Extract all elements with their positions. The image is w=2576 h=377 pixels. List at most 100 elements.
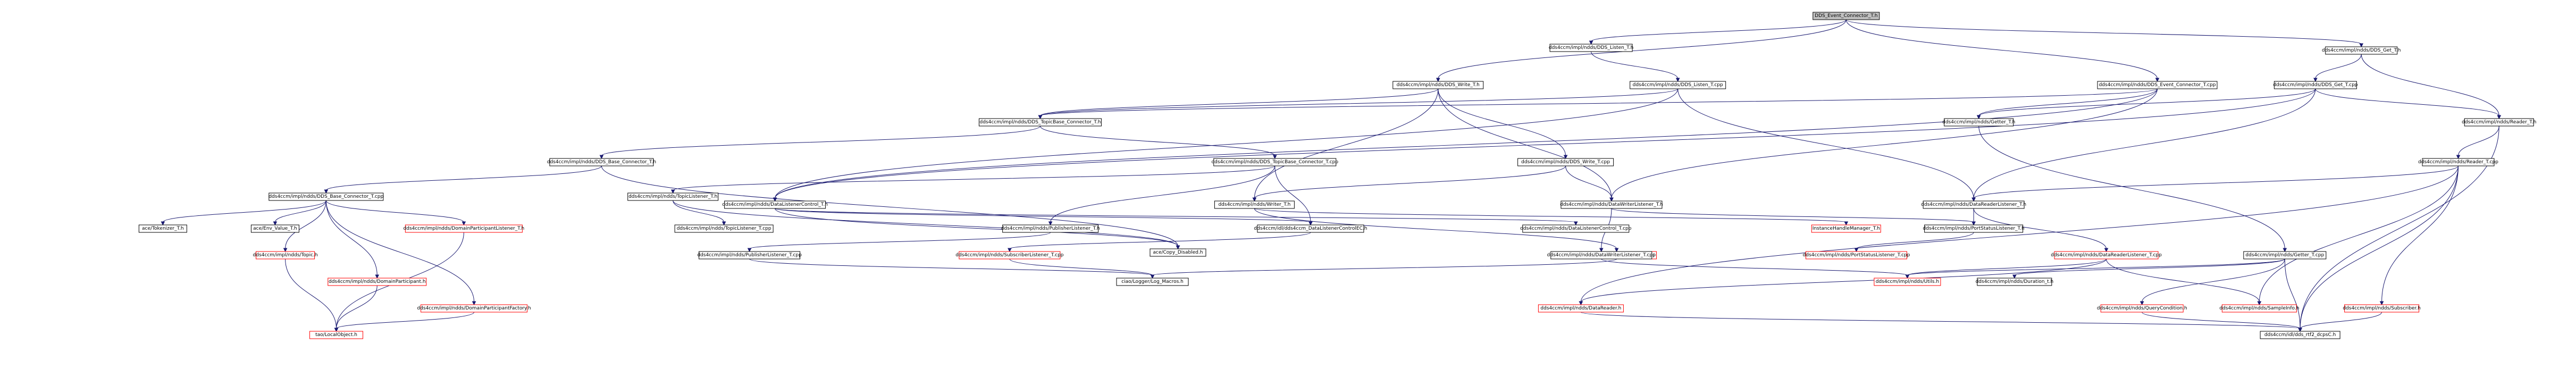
file-node[interactable]: dds4ccm/impl/ndds/DDS_Base_Connector_T.c… [268,192,384,201]
arrowhead [1436,78,1440,82]
file-node[interactable]: dds4ccm/impl/ndds/PublisherListener_T.cp… [697,251,802,259]
file-node[interactable]: dds4ccm/idl/dds4ccm_DataListenerControlE… [1254,224,1367,233]
arrowhead [1563,155,1568,160]
node-box [328,278,427,286]
dependency-edges [161,19,2502,332]
file-node[interactable]: dds4ccm/idl/dds_rtf2_dcpsC.h [2260,331,2340,339]
file-node[interactable]: dds4ccm/impl/ndds/DDS_Write_T.h [1392,81,1484,89]
node-label: dds4ccm/impl/ndds/SampleInfo.h [2219,306,2299,311]
include-edge [775,208,1576,223]
file-node[interactable]: ciao/Logger/Log_Macros.h [1116,278,1189,286]
file-node[interactable]: dds4ccm/impl/ndds/Reader_T.h [2462,118,2536,127]
file-node[interactable]: dds4ccm/impl/ndds/DDS_Listen_T.cpp [1630,81,1726,89]
include-edge [162,200,326,223]
file-node[interactable]: tao/LocalObject.h [309,331,364,339]
arrowhead [283,248,288,253]
node-label: dds4ccm/impl/ndds/DDS_Base_Connector_T.h [547,160,656,165]
file-node[interactable]: dds4ccm/impl/ndds/DDS_Write_T.cpp [1517,158,1614,166]
node-label: dds4ccm/impl/ndds/DDS_Listen_T.h [1549,45,1633,51]
include-edge [1611,208,1974,223]
file-node[interactable]: ace/Env_Value_T.h [250,224,299,233]
file-node[interactable]: dds4ccm/impl/ndds/DDS_Get_T.h [2322,46,2401,55]
file-node[interactable]: dds4ccm/impl/ndds/SubscriberListener_T.c… [955,251,1064,259]
include-edge [1009,258,1153,276]
file-node[interactable]: dds4ccm/impl/ndds/DataWriterListener_T.c… [1547,251,1656,259]
node-box [2464,118,2534,127]
include-edge [673,200,725,223]
node-box [2243,251,2327,259]
include-edge [1039,88,2158,116]
node-label: dds4ccm/impl/ndds/DataListenerControl_T.… [1520,226,1632,231]
file-node[interactable]: dds4ccm/impl/ndds/TopicListener_T.cpp [674,224,774,233]
node-label: dds4ccm/impl/ndds/Utils.h [1876,279,1939,284]
file-node[interactable]: dds4ccm/impl/ndds/Topic.h [253,251,318,259]
include-edge [2259,165,2459,303]
file-node[interactable]: dds4ccm/impl/ndds/PortStatusListener_T.h [1923,224,2025,233]
file-node[interactable]: dds4ccm/impl/ndds/PublisherListener_T.h [1001,224,1100,233]
file-node[interactable]: InstanceHandleManager_T.h [1811,224,1881,233]
include-edge [775,88,1679,199]
file-node[interactable]: dds4ccm/impl/ndds/DomainParticipant.h [328,278,427,286]
file-node[interactable]: dds4ccm/impl/ndds/Utils.h [1874,278,1941,286]
node-label: dds4ccm/impl/ndds/DDS_TopicBase_Connecto… [1211,160,1338,165]
node-box [1630,81,1726,89]
file-node[interactable]: dds4ccm/impl/ndds/PortStatusListener_T.c… [1803,251,1910,259]
node-label: dds4ccm/impl/ndds/DDS_Event_Connector_T.… [2099,82,2216,88]
include-edge [1580,165,2459,303]
file-node[interactable]: dds4ccm/impl/ndds/DataWriterListener_T.h [1560,200,1663,209]
node-box [1517,158,1614,166]
file-node[interactable]: dds4ccm/impl/ndds/DataReader.h [1538,304,1624,313]
include-edge [2106,258,2260,303]
node-label: dds4ccm/impl/ndds/PublisherListener_T.h [1001,226,1100,231]
file-node[interactable]: ace/Tokenizer_T.h [138,224,187,233]
node-box [724,200,826,209]
file-node[interactable]: dds4ccm/impl/ndds/Getter_T.h [1942,118,2015,127]
file-node[interactable]: dds4ccm/impl/ndds/DDS_Event_Connector_T.… [2097,81,2218,89]
include-edge [336,285,377,329]
arrowhead [1599,248,1604,253]
node-box [2260,331,2340,339]
file-node[interactable]: dds4ccm/impl/ndds/Duration_t.h [1976,278,2054,286]
include-edge [1580,258,2107,303]
file-node[interactable]: dds4ccm/impl/ndds/TopicListener_T.h [627,192,719,201]
file-node[interactable]: dds4ccm/impl/ndds/Reader_T.cpp [2418,158,2498,166]
file-node[interactable]: dds4ccm/impl/ndds/DDS_Get_T.cpp [2273,81,2358,89]
arrowhead [1976,115,1981,120]
file-node[interactable]: dds4ccm/impl/ndds/DataListenerControl_T.… [1520,224,1632,233]
include-edge [2142,258,2285,303]
file-node[interactable]: dds4ccm/impl/ndds/DDS_TopicBase_Connecto… [978,118,1102,127]
arrowhead [2012,274,2017,279]
file-node[interactable]: dds4ccm/impl/ndds/DDS_Listen_T.h [1549,44,1633,52]
node-box [250,224,299,233]
file-node[interactable]: dds4ccm/impl/ndds/Subscriber.h [2343,304,2421,313]
file-node[interactable]: dds4ccm/impl/ndds/DomainParticipantFacto… [417,304,531,313]
file-node[interactable]: dds4ccm/impl/ndds/Writer_T.h [1214,200,1295,209]
node-box [549,158,654,166]
file-node[interactable]: ace/Copy_Disabled.h [1149,248,1206,257]
node-label: DDS_Event_Connector_T.h [1815,13,1877,19]
include-edge [1973,208,2107,249]
file-node[interactable]: dds4ccm/impl/ndds/DDS_TopicBase_Connecto… [1211,158,1338,166]
node-label: dds4ccm/impl/ndds/Reader_T.cpp [2418,160,2498,165]
file-node[interactable]: dds4ccm/impl/ndds/QueryCondition.h [2097,304,2187,313]
arrowhead [2104,248,2109,253]
node-box [309,331,364,339]
node-label: dds4ccm/impl/ndds/DataReaderListener_T.h [1921,202,2026,207]
include-edge [1152,258,1617,276]
node-box [2097,81,2218,89]
file-node[interactable]: dds4ccm/impl/ndds/SampleInfo.h [2219,304,2299,313]
node-box [699,251,801,259]
node-label: dds4ccm/impl/ndds/DataReader.h [1540,306,1621,311]
arrowhead [747,248,752,253]
node-box [1560,200,1663,209]
include-edge [336,312,475,329]
file-node[interactable]: dds4ccm/impl/ndds/DataReaderListener_T.c… [2051,251,2162,259]
file-node[interactable]: dds4ccm/impl/ndds/DomainParticipantListe… [404,224,525,233]
file-node[interactable]: dds4ccm/impl/ndds/DataReaderListener_T.h [1921,200,2026,209]
file-node[interactable]: dds4ccm/impl/ndds/Getter_T.cpp [2243,251,2327,259]
file-node[interactable]: dds4ccm/impl/ndds/DataListenerControl_T.… [722,200,828,209]
node-box [1149,248,1206,257]
include-edge [1973,165,2459,199]
file-node[interactable]: dds4ccm/impl/ndds/DDS_Base_Connector_T.h [547,158,656,166]
